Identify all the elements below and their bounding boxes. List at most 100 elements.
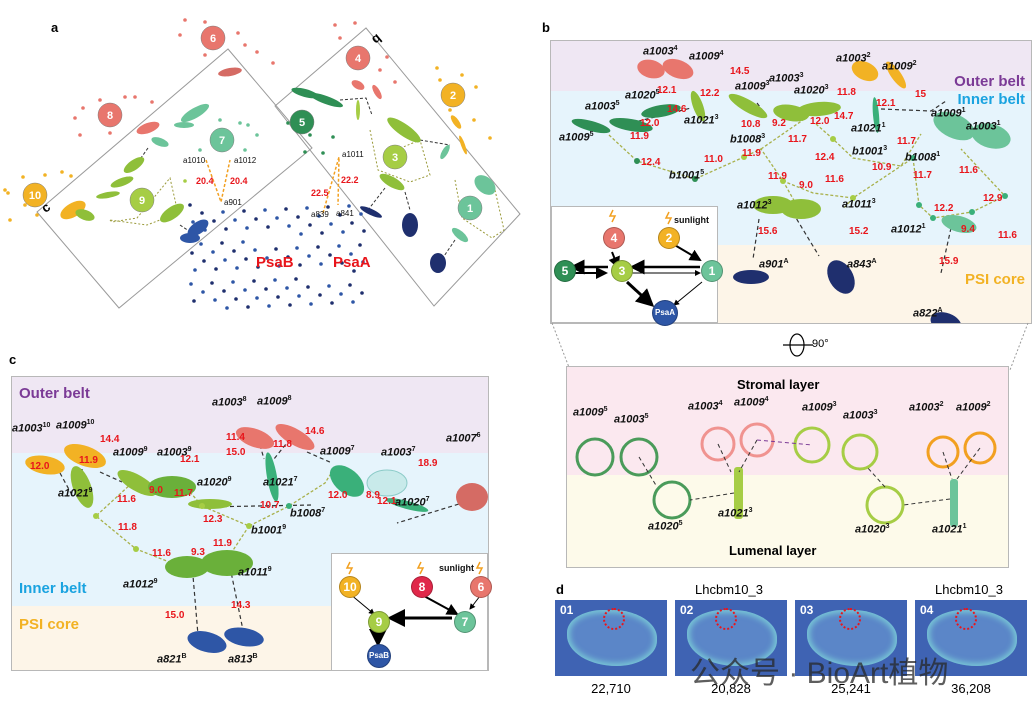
pigment-b1001-5: b10015 xyxy=(669,169,705,182)
side-pigment-a1003-4: a10034 xyxy=(688,400,723,413)
pigment-a1011-9: a10119 xyxy=(238,566,272,579)
pigment-dot xyxy=(150,100,154,104)
subunit-psaa-label: PsaA xyxy=(333,254,371,271)
distance-a841-a1011: 22.2 xyxy=(341,175,359,185)
panel-d-letter: d xyxy=(556,582,564,597)
distance-label: 12.0 xyxy=(640,118,660,129)
sunlight-label: sunlight xyxy=(674,215,709,225)
cluster-number-4: 4 xyxy=(355,53,362,65)
label-a1010: a1010 xyxy=(183,156,206,165)
pigment-dot xyxy=(435,66,439,70)
distance-label: 14.5 xyxy=(730,66,750,77)
pigment-dot xyxy=(288,303,292,307)
pigment-dot xyxy=(213,298,217,302)
pigment-dot xyxy=(340,261,344,265)
distance-label: 12.0 xyxy=(30,461,50,472)
pigment-dot xyxy=(210,281,214,285)
pigment-dot xyxy=(221,210,225,214)
pigment-dot xyxy=(329,222,333,226)
side-view-rings xyxy=(575,422,997,527)
pigment-dot xyxy=(254,217,258,221)
pigment-a1003-4: a10034 xyxy=(643,45,678,58)
distance-label: 10.7 xyxy=(260,500,280,511)
pigment-dot xyxy=(352,269,356,273)
pigment-dot xyxy=(198,148,202,152)
class-average-thumbnail-02: 02 xyxy=(675,600,787,676)
distance-label: 15 xyxy=(915,89,927,100)
rotation-angle-label: 90° xyxy=(812,338,829,350)
pigment-dot xyxy=(330,301,334,305)
pigment-dot xyxy=(69,174,73,178)
pigment-dot xyxy=(360,291,364,295)
side-pigment-a1020-3: a10203 xyxy=(855,523,890,536)
pigment-dot xyxy=(316,245,320,249)
distance-label: 9.4 xyxy=(961,224,975,235)
pigment-dot xyxy=(214,267,218,271)
distance-label: 14.4 xyxy=(100,434,120,445)
stromal-layer-label: Stromal layer xyxy=(737,377,820,392)
thumbnail-callout: Lhcbm10_3 xyxy=(935,582,1003,597)
side-pigment-a1009-3: a10093 xyxy=(802,401,837,414)
pigment-dot xyxy=(203,53,207,57)
particle-count: 25,241 xyxy=(831,681,871,696)
pigment-dot xyxy=(191,220,195,224)
pigment-dot xyxy=(43,173,47,177)
distance-a839-a1011: 22.5 xyxy=(311,188,329,198)
pigment-dot xyxy=(60,170,64,174)
cluster-number-7: 7 xyxy=(219,135,225,147)
pigment-dot xyxy=(255,296,259,300)
pigment-dot xyxy=(286,121,290,125)
pigment-dot xyxy=(276,295,280,299)
pigment-dot xyxy=(23,203,27,207)
pigment-dot xyxy=(361,260,365,264)
side-pigment-a1009-4: a10094 xyxy=(734,396,769,409)
pigment-dot xyxy=(321,151,325,155)
pigment-dot xyxy=(183,18,187,22)
pigment-a1011-3: a10113 xyxy=(842,198,876,211)
pigment-dot xyxy=(225,306,229,310)
pigment-dot xyxy=(309,302,313,306)
pigment-dot xyxy=(305,206,309,210)
pigment-dot xyxy=(133,95,137,99)
pathway-node-6: 6 xyxy=(470,576,492,598)
distance-label: 14.3 xyxy=(231,600,251,611)
distance-label: 11.7 xyxy=(174,488,193,499)
pathway-node-1: 1 xyxy=(701,260,723,282)
pathway-node-7: 7 xyxy=(454,611,476,633)
pigment-b1008-1: b10081 xyxy=(905,151,941,164)
side-pigment-a1021-3: a10213 xyxy=(718,507,753,520)
cluster-number-5: 5 xyxy=(299,117,305,129)
side-pigment-a1003-5: a10035 xyxy=(614,413,649,426)
pigment-dot xyxy=(81,106,85,110)
distance-label: 12.1 xyxy=(876,98,896,109)
inner-belt-label: Inner belt xyxy=(957,91,1025,108)
thumbnail-callout: Lhcbm10_3 xyxy=(695,582,763,597)
distance-label: 11.8 xyxy=(273,439,292,450)
label-a1011: a1011 xyxy=(342,150,364,159)
pigment-a1020-9: a10209 xyxy=(197,476,232,489)
side-pigment-a1009-2: a10092 xyxy=(956,401,991,414)
distance-label: 15.0 xyxy=(165,610,185,621)
pigment-a1012-3: a10123 xyxy=(737,199,772,212)
pigment-dot xyxy=(234,297,238,301)
side-pigment-a1020-5: a10205 xyxy=(648,520,683,533)
cluster-circle-3 xyxy=(382,144,408,170)
pigment-dot xyxy=(255,133,259,137)
pigment-dot xyxy=(246,123,250,127)
distance-label: 14.6 xyxy=(667,104,687,115)
pigment-dot xyxy=(224,227,228,231)
pigment-a843-A: a843A xyxy=(847,258,877,271)
pigment-dot xyxy=(235,266,239,270)
pigment-dot xyxy=(123,95,127,99)
pigment-dot xyxy=(73,116,77,120)
pigment-a1021-7: a10217 xyxy=(263,476,298,489)
distance-label: 11.8 xyxy=(837,87,856,98)
pigment-a1021-1: a10211 xyxy=(851,122,886,135)
pigment-dot xyxy=(284,207,288,211)
pigment-dot xyxy=(359,212,363,216)
pigment-dot xyxy=(338,36,342,40)
pigment-dot xyxy=(351,300,355,304)
pigment-dot xyxy=(245,226,249,230)
